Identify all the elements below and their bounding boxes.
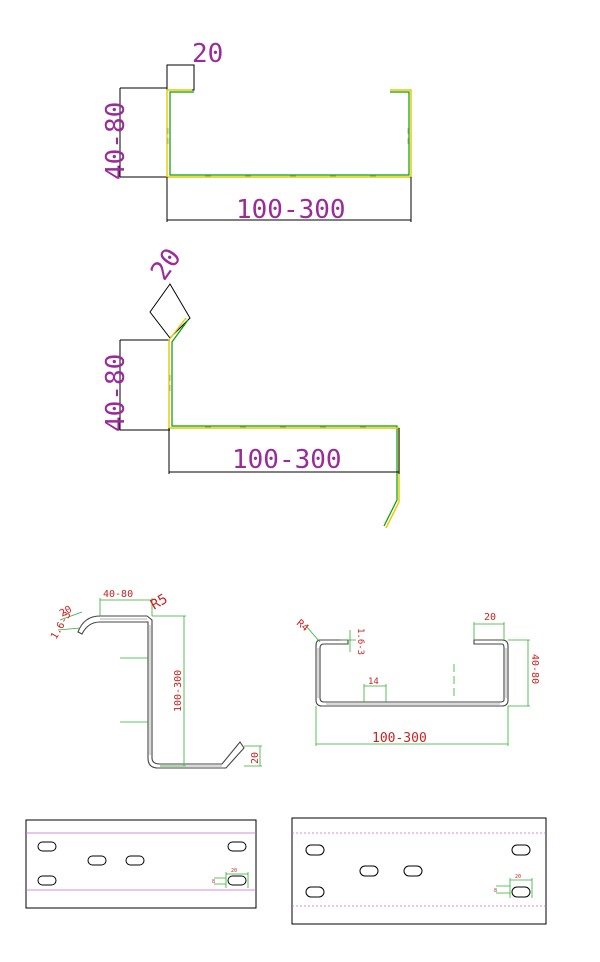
hole-gap-label: 8 xyxy=(494,888,497,894)
radius-leader xyxy=(305,625,321,643)
drawing-c-channel: 20 40-80 100-300 xyxy=(101,39,412,225)
z-profile-hatch xyxy=(100,618,222,767)
height-dim-lines xyxy=(508,639,530,707)
panel-outline xyxy=(291,817,547,925)
thickness-label: 1.6-3 xyxy=(49,610,74,642)
slot-hole xyxy=(511,886,531,898)
hole-dim-lines xyxy=(363,684,387,702)
flange-label: 20 xyxy=(145,243,188,286)
slot-hole xyxy=(359,865,379,877)
lip-label: 20 xyxy=(58,604,74,620)
slot-hole xyxy=(227,841,247,852)
top-label: 40-80 xyxy=(103,589,133,600)
flange-dim-box xyxy=(166,64,195,91)
height-dim-lines xyxy=(119,87,167,178)
radius-label: R5 xyxy=(148,591,171,613)
hole-dim-lines xyxy=(214,872,249,888)
drawing-hole-pattern-left: 20 8 xyxy=(25,819,257,909)
slot-hole xyxy=(37,841,57,852)
hole-label: 14 xyxy=(368,677,379,687)
drawing-c-section: R4 1.6-3 20 40-80 14 100-300 xyxy=(294,612,540,746)
profile-yellow xyxy=(166,89,412,178)
width-label: 100-300 xyxy=(236,195,346,225)
profile-yellow xyxy=(168,317,400,529)
width-label: 100-300 xyxy=(232,445,342,475)
hole-dim-label: 20 xyxy=(231,868,237,874)
height-label: 40-80 xyxy=(529,654,540,684)
radius-label: R4 xyxy=(294,618,310,634)
profile-green xyxy=(169,91,410,176)
panel-outline xyxy=(25,819,257,909)
z-profile-outline xyxy=(77,615,245,769)
hole-marks xyxy=(167,128,409,177)
flange-dim-box xyxy=(149,283,191,339)
profile-green xyxy=(171,319,398,527)
hole-dim-label: 20 xyxy=(515,874,521,880)
width-label: 100-300 xyxy=(372,731,427,746)
height-dim-lines xyxy=(119,339,170,431)
width-dim-lines xyxy=(166,177,412,222)
bottom-lip-label: 20 xyxy=(250,752,261,764)
height-label: 40-80 xyxy=(101,102,131,180)
hole-dim-lines xyxy=(496,878,533,898)
slot-hole xyxy=(511,844,531,856)
slot-hole xyxy=(37,875,57,886)
bottom-lip-dim-lines xyxy=(244,745,262,767)
top-dim-lines xyxy=(99,598,153,616)
slot-hole xyxy=(87,855,107,866)
flange-label: 20 xyxy=(192,39,223,69)
drawing-hole-pattern-right: 20 8 xyxy=(291,817,547,925)
slot-hole xyxy=(227,875,247,886)
thickness-dim-lines xyxy=(340,630,356,652)
slot-hole xyxy=(305,886,325,898)
slot-hole xyxy=(305,844,325,856)
hole-marks xyxy=(169,375,366,428)
width-dim-lines xyxy=(315,706,509,746)
hole-gap-label: 8 xyxy=(212,879,215,885)
panel-guides xyxy=(292,832,546,907)
lip-label: 20 xyxy=(484,612,496,623)
center-marks xyxy=(120,657,148,723)
thickness-label: 1.6-3 xyxy=(355,628,365,655)
c-profile-outline xyxy=(315,639,509,707)
c-profile-hatch xyxy=(317,648,507,705)
slot-hole xyxy=(125,855,145,866)
slot-hole xyxy=(403,865,423,877)
panel-guides xyxy=(26,832,256,891)
drawing-z-channel: 20 40-80 100-300 xyxy=(101,243,400,529)
lip-dim-lines xyxy=(57,611,83,631)
lip-dim-lines xyxy=(473,622,505,640)
height-label: 40-80 xyxy=(101,354,131,432)
width-dim-lines xyxy=(168,428,400,474)
drawing-z-section: 40-80 R5 20 1.6-3 100-300 20 xyxy=(49,589,262,769)
height-label: 100-300 xyxy=(173,670,184,712)
height-dim-lines xyxy=(152,615,186,767)
